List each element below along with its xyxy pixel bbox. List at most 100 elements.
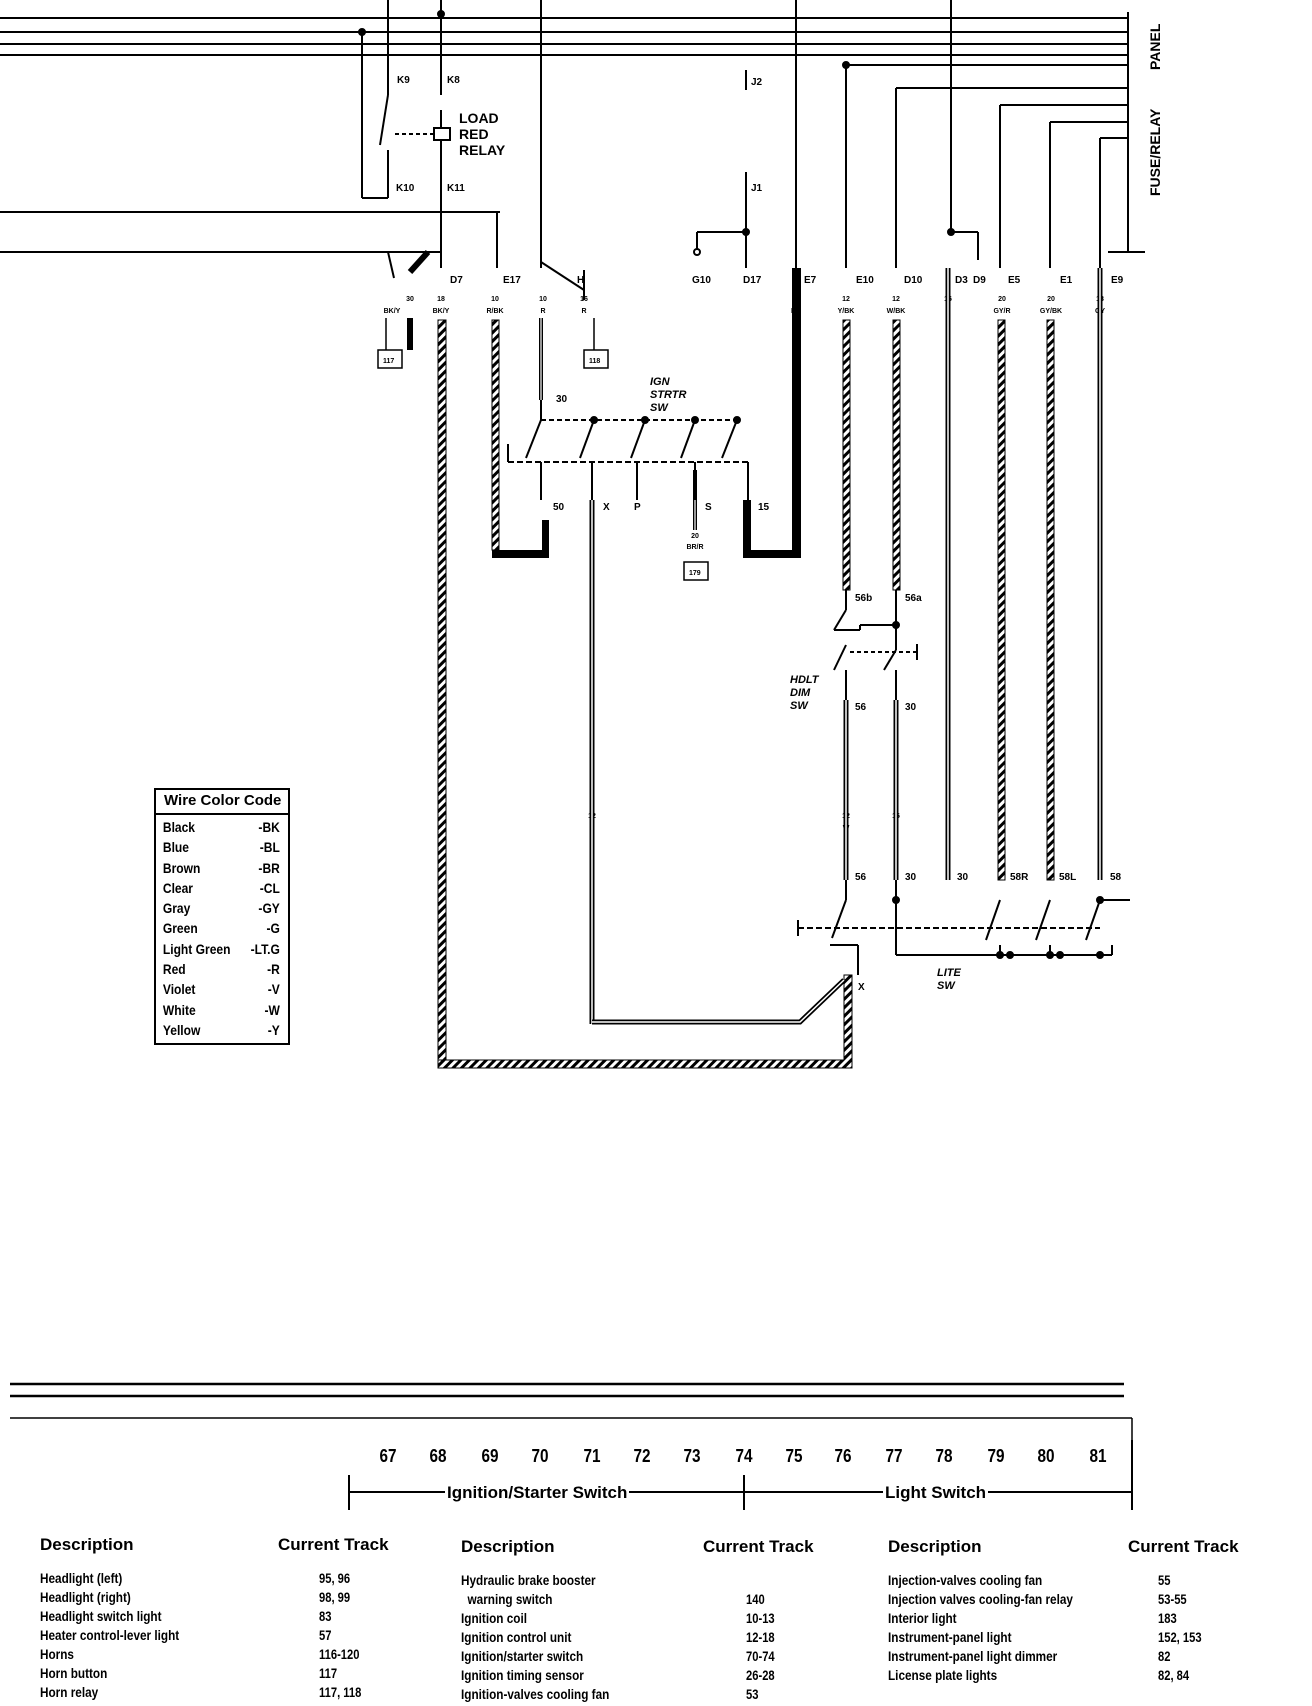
legend-row: Light Green-LT.G <box>156 939 287 959</box>
item-track: 53 <box>746 1686 759 1702</box>
desc-header: Description <box>40 1535 134 1554</box>
index-col-2-header: Description Current Track <box>461 1537 881 1557</box>
item-track: 183 <box>1158 1610 1177 1626</box>
track-81: 81 <box>1089 1446 1107 1466</box>
wire-w8 <box>892 319 901 591</box>
ref-179: 179 <box>689 570 701 577</box>
legend-color: Light Green <box>162 940 231 957</box>
legend-code: -W <box>264 1001 280 1018</box>
term-56: 56 <box>855 702 867 713</box>
track-69: 69 <box>481 1446 499 1466</box>
index-col-1: Description Current Track Headlight (lef… <box>40 1535 440 1702</box>
track-header: Current Track <box>703 1537 814 1556</box>
legend-title: Wire Color Code <box>156 790 288 815</box>
section-light: Light Switch <box>883 1483 989 1503</box>
conn-d10: D10 <box>904 275 923 286</box>
wire-15-loop <box>743 500 801 558</box>
wire-w8-color: W/BK <box>887 308 906 315</box>
legend-row: Yellow-Y <box>156 1020 287 1040</box>
item-track: 12-18 <box>746 1629 775 1645</box>
index-col-3-header: Description Current Track <box>888 1537 1308 1557</box>
track-78: 78 <box>935 1446 953 1466</box>
lite-58r: 58R <box>1010 872 1029 883</box>
wire-w10 <box>997 319 1006 881</box>
term-56b: 56b <box>855 593 872 604</box>
conn-d7: D7 <box>450 275 463 286</box>
ref-boxes <box>377 318 709 581</box>
wire-w11-color: GY/BK <box>1040 308 1062 315</box>
index-col-3: Description Current Track Injection-valv… <box>888 1537 1308 1685</box>
wire-w4-gauge: 10 <box>539 296 547 303</box>
item-track: 70-74 <box>746 1648 775 1664</box>
wire-w10-color: GY/R <box>993 308 1010 315</box>
conn-g10: G10 <box>692 275 711 286</box>
legend-row: White-W <box>156 1000 287 1020</box>
item-track: 152, 153 <box>1158 1629 1202 1645</box>
legend-code: -BR <box>258 859 280 876</box>
wire-bottom-loop <box>437 974 853 1069</box>
wire-w2-color: BK/Y <box>433 308 450 315</box>
conn-e1: E1 <box>1060 275 1073 286</box>
item-desc: Hydraulic brake booster <box>461 1572 596 1588</box>
track-80: 80 <box>1037 1446 1055 1466</box>
wire-color-legend: Wire Color Code Black-BK Blue-BL Brown-B… <box>154 788 290 1046</box>
item-desc: Ignition-valves cooling fan <box>461 1686 610 1702</box>
legend-code: -CL <box>259 879 280 896</box>
term-56a: 56a <box>905 593 922 604</box>
legend-code: -R <box>267 961 280 978</box>
term-30-hdlt: 30 <box>905 702 917 713</box>
wiring-diagram: K9 K8 K10 K11 LOAD RED RELAY J2 J1 PANEL… <box>0 0 1163 1440</box>
wire-w3 <box>491 319 500 551</box>
legend-code: -BL <box>259 839 280 856</box>
ref-118: 118 <box>589 358 600 365</box>
legend-code: -Y <box>267 1021 280 1038</box>
term-s: S <box>705 502 712 513</box>
k8-label: K8 <box>447 75 460 86</box>
ign-sw-label-1: IGN <box>650 376 671 388</box>
list-item: Headlight (left)95, 96 <box>40 1569 440 1588</box>
item-desc: Ignition control unit <box>461 1629 572 1645</box>
legend-rows: Black-BK Blue-BL Brown-BR Clear-CL Gray-… <box>156 815 288 1043</box>
list-item: Headlight (right)98, 99 <box>40 1588 440 1607</box>
item-desc: Interior light <box>888 1610 957 1626</box>
j2-label: J2 <box>751 77 763 88</box>
wire-w4-color: R <box>540 308 545 315</box>
light-switch <box>797 880 1130 975</box>
item-desc: Horn button <box>40 1665 108 1681</box>
conn-h: H <box>577 275 584 286</box>
legend-row: Clear-CL <box>156 878 287 898</box>
legend-color: Gray <box>162 900 191 917</box>
term-p: P <box>634 502 641 513</box>
bus-lines <box>0 12 1145 253</box>
wire-w5-color: R <box>581 308 586 315</box>
wire-w8-gauge: 12 <box>892 296 900 303</box>
item-track: 82, 84 <box>1158 1667 1190 1683</box>
ignition-switch <box>507 400 750 500</box>
legend-color: Black <box>162 819 196 835</box>
conn-d17: D17 <box>743 275 762 286</box>
term-x: X <box>603 502 610 513</box>
list-item: Hydraulic brake booster <box>461 1571 881 1590</box>
item-track: 82 <box>1158 1648 1171 1664</box>
list-item: Instrument-panel light 152, 153 <box>888 1628 1308 1647</box>
fuse-relay-feeds <box>693 0 1128 268</box>
legend-color: Green <box>162 920 198 937</box>
relay-label-3: RELAY <box>459 142 506 158</box>
item-desc: Instrument-panel light <box>888 1629 1012 1645</box>
track-72: 72 <box>633 1446 651 1466</box>
legend-row: Black-BK <box>156 817 287 837</box>
wire-w7-color: Y/BK <box>838 308 855 315</box>
item-track: 53-55 <box>1158 1591 1187 1607</box>
item-track: 55 <box>1158 1572 1171 1588</box>
wire-50-loop <box>492 520 549 558</box>
legend-row: Violet-V <box>156 979 287 999</box>
track-77: 77 <box>885 1446 903 1466</box>
